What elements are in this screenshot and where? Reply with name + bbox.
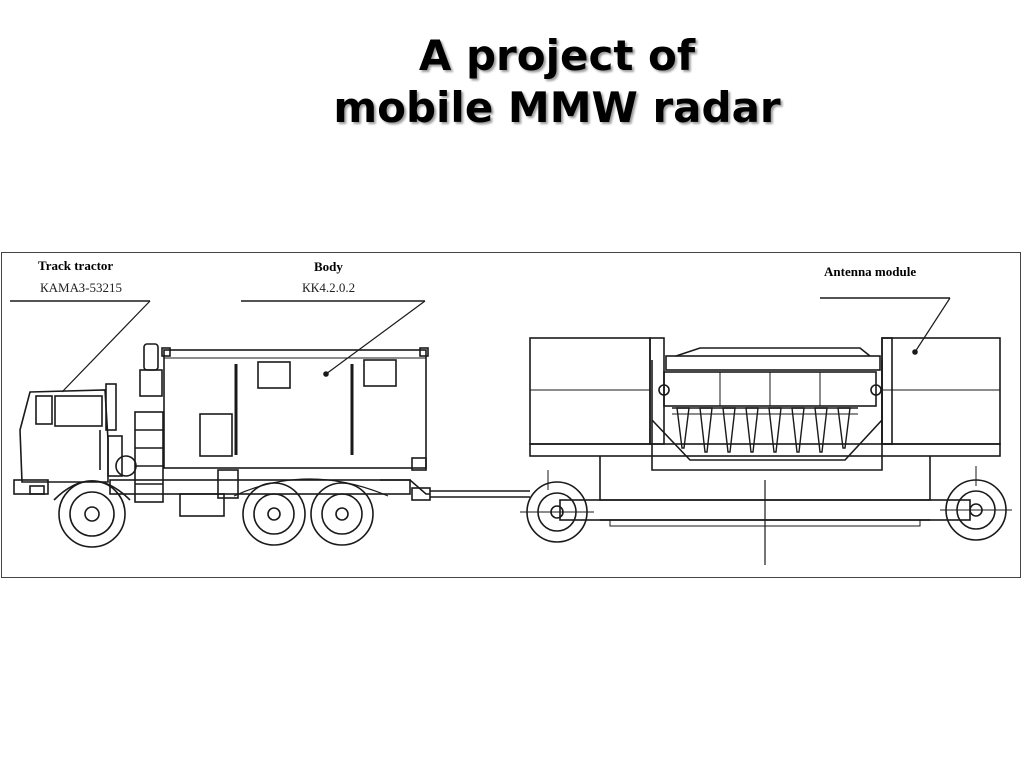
slide-title-line2: mobile MMW radar — [333, 83, 781, 132]
body-leader-line — [325, 300, 426, 375]
cab-window-right — [54, 395, 103, 427]
antenna-trailer — [520, 337, 1012, 565]
right-container — [881, 337, 1001, 445]
step-ladder — [134, 411, 164, 503]
trailer-front-wheel — [520, 481, 594, 543]
antenna-feed-horns — [672, 407, 858, 453]
antenna-frame — [651, 360, 883, 471]
radar-drawing-frame — [1, 252, 1021, 578]
label-antenna-module: Antenna module — [824, 264, 916, 279]
tractor-rear-wheel-2 — [310, 482, 374, 546]
slide-title-line1: A project of — [418, 31, 696, 80]
tractor-front-wheel — [53, 480, 131, 548]
trailer-deck — [529, 443, 1001, 457]
left-container — [529, 337, 651, 445]
body-window-2 — [363, 359, 397, 387]
trailer-rear-wheel — [940, 479, 1012, 541]
fuel-tank — [179, 493, 225, 517]
cab-window-left — [35, 395, 53, 425]
body-leader-dot — [323, 371, 329, 377]
tractor-cab — [19, 389, 109, 483]
label-tractor-code: КАМАЗ-53215 — [40, 280, 122, 295]
label-body-code: КК4.2.0.2 — [302, 280, 355, 295]
antenna-leader-line — [914, 297, 951, 353]
tractor-rear-wheel-1 — [242, 482, 306, 546]
label-body: Body — [314, 259, 343, 274]
equipment-body — [161, 347, 429, 471]
label-track-tractor: Track tractor — [38, 258, 113, 273]
body-shell — [163, 349, 427, 469]
tractor-truck — [13, 343, 430, 548]
exhaust-stack — [105, 383, 117, 431]
antenna-leader-dot — [912, 349, 918, 355]
antenna-top-beam — [665, 355, 881, 371]
slide-title: A project of mobile MMW radar — [0, 30, 1024, 134]
body-hatch — [199, 413, 233, 457]
tow-bar — [411, 487, 530, 501]
air-intake — [143, 343, 159, 371]
spare-tank — [115, 455, 137, 477]
tractor-leader-line — [61, 300, 151, 393]
body-window-1 — [257, 361, 291, 389]
